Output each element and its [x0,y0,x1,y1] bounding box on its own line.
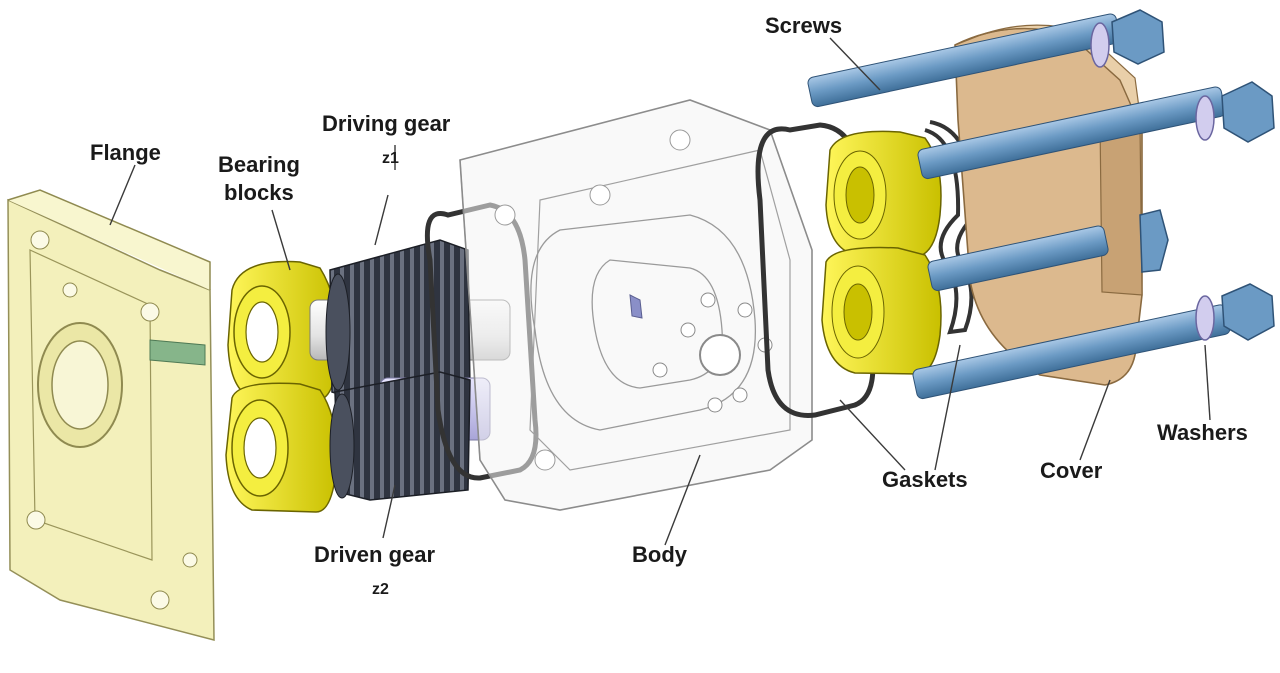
label-body: Body [632,542,688,567]
leader-lines [109,37,1211,546]
flange [7,189,215,641]
screw-3 [927,225,1109,292]
label-bearing-blocks-1: Bearing [218,152,300,177]
label-driving-gear-sub: z1 [382,150,399,167]
label-driven-gear: Driven gear [314,542,435,567]
bearing-blocks-right [821,130,942,375]
bearing-blocks-left [225,260,339,513]
label-driven-gear-sub: z2 [372,581,389,598]
label-driving-gear: Driving gear [322,111,451,136]
label-screws: Screws [765,13,842,38]
screws [807,9,1275,400]
label-flange: Flange [90,140,161,165]
label-cover: Cover [1040,458,1103,483]
label-washers: Washers [1157,420,1248,445]
pump-body [459,99,813,511]
label-gaskets: Gaskets [882,467,968,492]
label-bearing-blocks-2: blocks [224,180,294,205]
labels: Screws Driving gear z1 Flange Bearing bl… [90,13,1248,598]
driven-gear [329,371,491,501]
